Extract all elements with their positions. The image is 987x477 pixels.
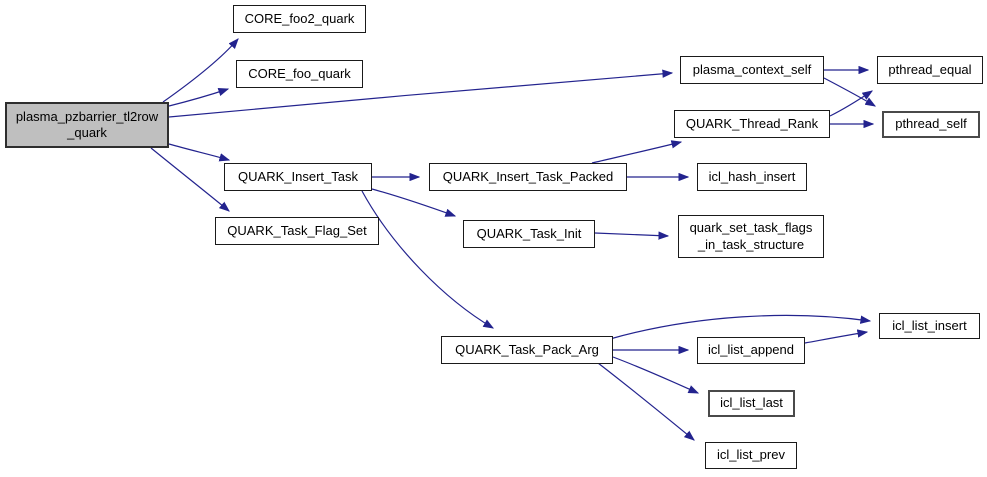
edge-insert_task-to-task_pack_arg <box>361 190 495 329</box>
node-icl_hash_insert[interactable]: icl_hash_insert <box>697 163 807 191</box>
node-icl_list_insert[interactable]: icl_list_insert <box>879 313 980 339</box>
node-quark_set_task_flags_in_task_structure[interactable]: quark_set_task_flags _in_task_structure <box>678 215 824 258</box>
edge-insert_task-to-task_init <box>371 188 457 217</box>
edge-context_self-to-pthread_self <box>823 77 877 107</box>
node-pthread_equal[interactable]: pthread_equal <box>877 56 983 84</box>
node-quark_task_pack_arg[interactable]: QUARK_Task_Pack_Arg <box>441 336 613 364</box>
node-quark_thread_rank[interactable]: QUARK_Thread_Rank <box>674 110 830 138</box>
node-icl_list_last[interactable]: icl_list_last <box>708 390 795 417</box>
node-plasma_context_self[interactable]: plasma_context_self <box>680 56 824 84</box>
edge-task_init-to-set_task_flags <box>594 231 670 240</box>
node-quark_insert_task[interactable]: QUARK_Insert_Task <box>224 163 372 191</box>
node-core_foo2_quark[interactable]: CORE_foo2_quark <box>233 5 366 33</box>
edge-icl_list_append-to-icl_list_insert <box>804 329 869 344</box>
node-quark_insert_task_packed[interactable]: QUARK_Insert_Task_Packed <box>429 163 627 191</box>
node-core_foo_quark[interactable]: CORE_foo_quark <box>236 60 363 88</box>
node-icl_list_prev[interactable]: icl_list_prev <box>705 442 797 469</box>
node-plasma_pzbarrier_tl2row_quark[interactable]: plasma_pzbarrier_tl2row _quark <box>5 102 169 148</box>
edge-task_pack_arg-to-icl_list_insert <box>609 314 872 340</box>
edge-thread_rank-to-pthread_equal <box>829 90 873 117</box>
edge-task_pack_arg-to-icl_list_prev <box>597 362 695 441</box>
edge-root-to-quark_insert_task <box>168 143 231 162</box>
node-icl_list_append[interactable]: icl_list_append <box>697 337 805 364</box>
edge-task_pack_arg-to-icl_list_last <box>612 356 700 394</box>
node-quark_task_init[interactable]: QUARK_Task_Init <box>463 220 595 248</box>
edge-root-to-core_foo2_quark <box>162 38 239 103</box>
node-quark_task_flag_set[interactable]: QUARK_Task_Flag_Set <box>215 217 379 245</box>
node-pthread_self[interactable]: pthread_self <box>882 111 980 138</box>
edge-root-to-core_foo_quark <box>168 88 230 107</box>
edge-root-to-plasma_context_self <box>168 69 674 118</box>
edge-root-to-quark_task_flag_set <box>150 147 230 212</box>
edge-insert_task_packed-to-thread_rank <box>591 140 683 164</box>
